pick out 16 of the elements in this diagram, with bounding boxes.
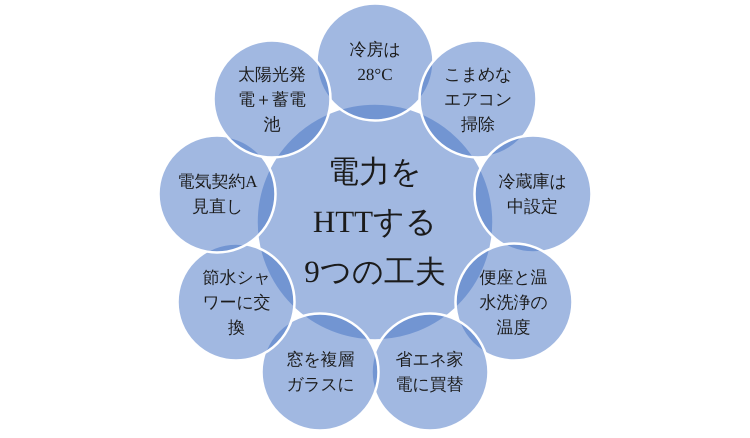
tip-text: 冷蔵庫は中設定 (498, 171, 568, 218)
venn-circle (212, 39, 332, 160)
center-title: 電力をHTTする9つの工夫 (303, 153, 447, 291)
tip-text: 冷房は28°C (348, 39, 402, 86)
venn-circle (418, 39, 538, 160)
venn-circle (157, 134, 278, 254)
tip-text: 窓を複層ガラスに (285, 349, 356, 396)
tip-text: こまめなエアコン掃除 (442, 64, 513, 136)
venn-circle (260, 312, 380, 432)
tip-text: 便座と温水洗浄の温度 (478, 266, 549, 338)
venn-circle (472, 134, 593, 254)
venn-circle (315, 2, 435, 122)
tip-text: 節水シャワーに交換 (201, 266, 272, 338)
tip-text: 太陽光発電＋蓄電池 (237, 64, 308, 136)
tip-text: 電気契約A見直し (176, 171, 259, 218)
tip-text: 省エネ家電に買替 (394, 349, 465, 396)
